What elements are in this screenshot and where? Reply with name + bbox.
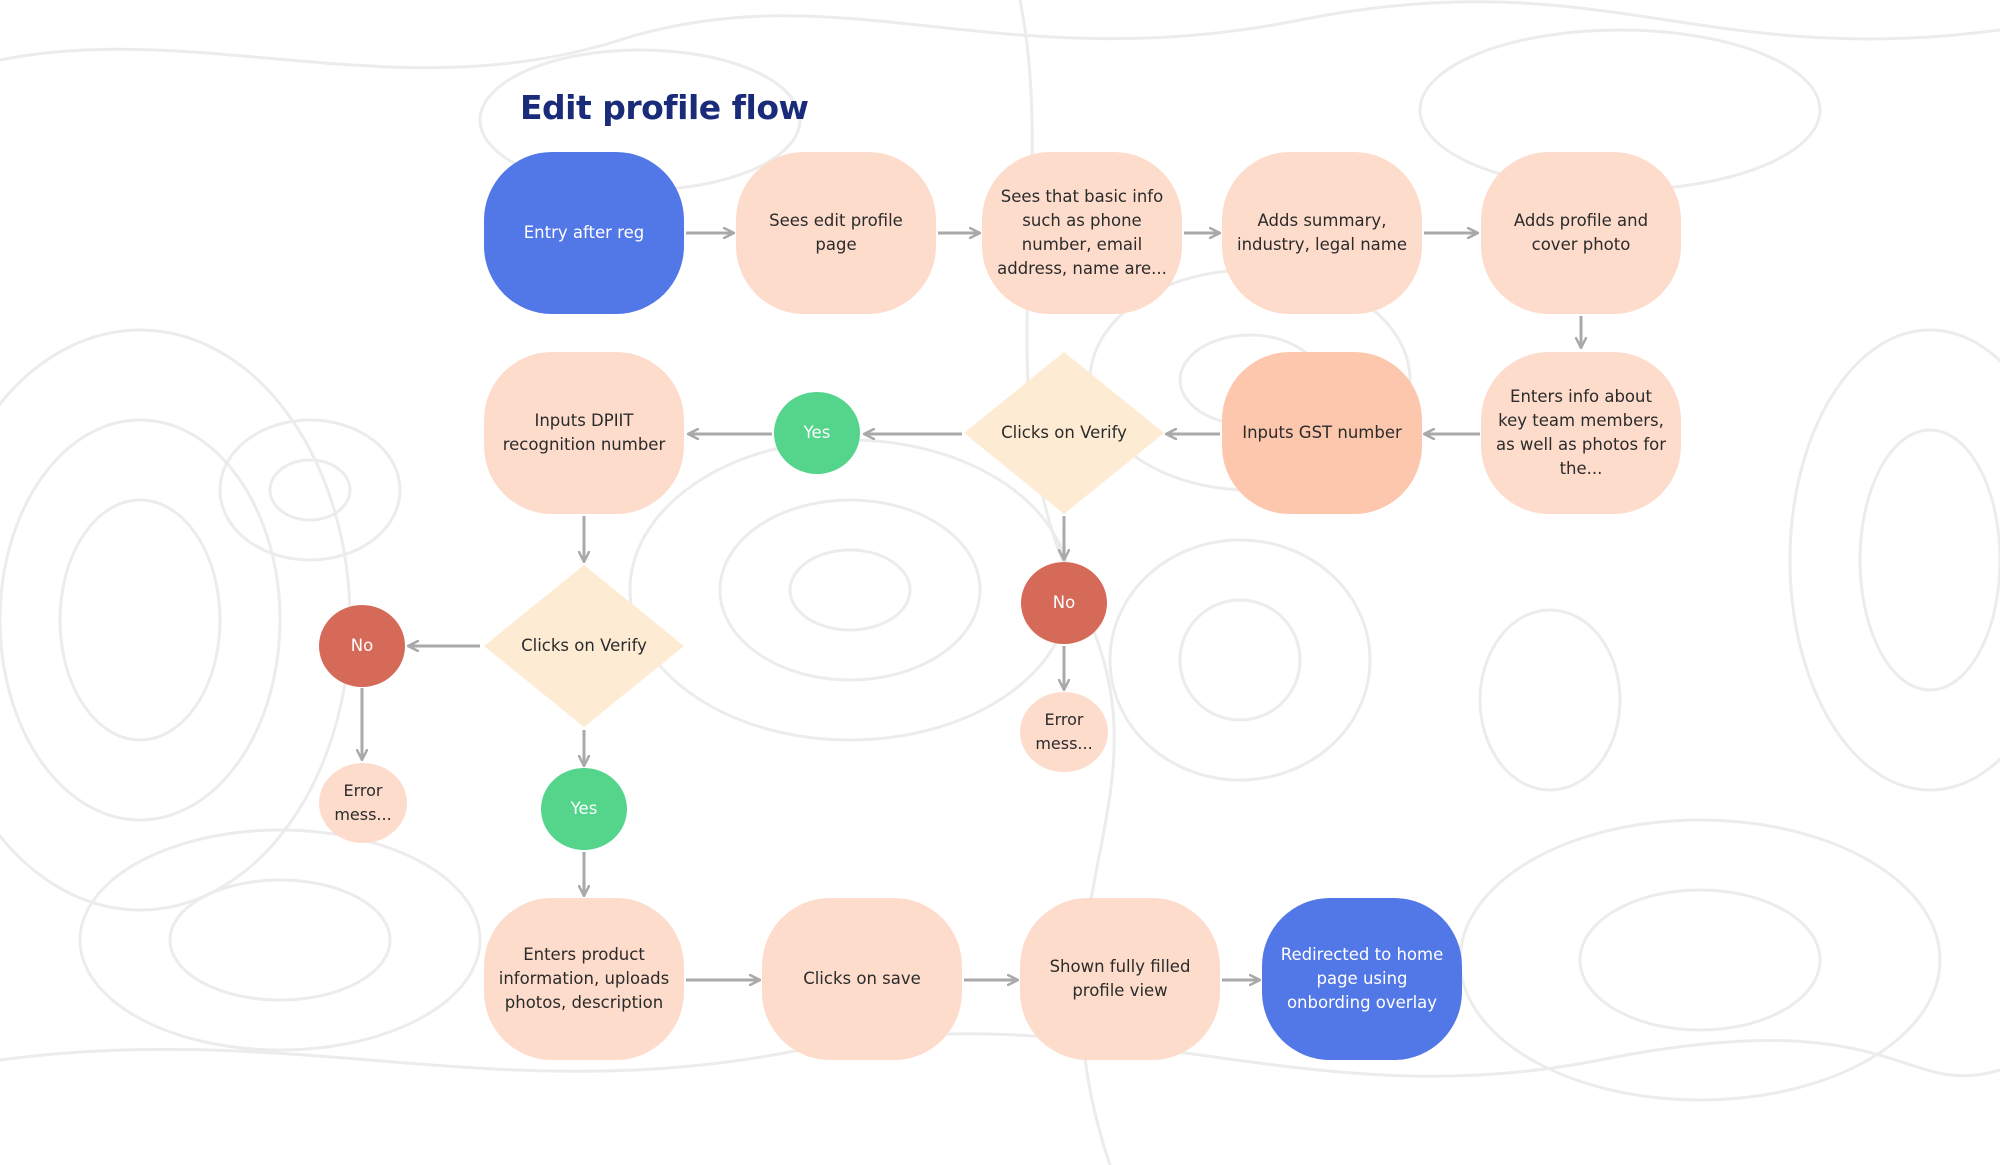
node-label: Yes <box>570 799 598 818</box>
node-adds-profile-photo[interactable]: Adds profile and cover photo <box>1481 152 1681 314</box>
node-label: Inputs GST number <box>1242 423 1402 442</box>
node-label: Redirected to home page using onbording … <box>1280 945 1444 1012</box>
node-error-message-gst[interactable]: Error mess... <box>1020 692 1108 772</box>
node-shown-profile-view[interactable]: Shown fully filled profile view <box>1020 898 1220 1060</box>
node-inputs-gst-number[interactable]: Inputs GST number <box>1222 352 1422 514</box>
node-no-dpiit[interactable]: No <box>319 605 405 687</box>
node-yes-dpiit[interactable]: Yes <box>541 768 627 850</box>
node-label: Sees edit profile page <box>769 211 903 254</box>
page-title: Edit profile flow <box>520 88 809 127</box>
node-label: Yes <box>803 423 831 442</box>
node-label: Error mess... <box>334 781 392 824</box>
node-label: No <box>350 636 374 655</box>
node-error-message-dpiit[interactable]: Error mess... <box>319 763 407 843</box>
node-label: Sees that basic info such as phone numbe… <box>997 187 1167 278</box>
node-label: Clicks on Verify <box>521 636 647 655</box>
node-label: Entry after reg <box>523 223 645 242</box>
decision-verify-dpiit[interactable]: Clicks on Verify <box>484 565 684 727</box>
node-inputs-dpiit-number[interactable]: Inputs DPIIT recognition number <box>484 352 684 514</box>
node-label: Clicks on save <box>803 969 921 988</box>
node-label: Adds summary, industry, legal name <box>1236 211 1408 254</box>
node-label: Shown fully filled profile view <box>1049 957 1191 1000</box>
decision-verify-gst[interactable]: Clicks on Verify <box>964 352 1164 514</box>
node-sees-edit-profile-page[interactable]: Sees edit profile page <box>736 152 936 314</box>
node-label: Enters product information, uploads phot… <box>498 945 670 1012</box>
node-enters-product-info[interactable]: Enters product information, uploads phot… <box>484 898 684 1060</box>
node-label: Error mess... <box>1035 710 1093 753</box>
node-enters-team-info[interactable]: Enters info about key team members, as w… <box>1481 352 1681 514</box>
node-redirected-home[interactable]: Redirected to home page using onbording … <box>1262 898 1462 1060</box>
node-sees-basic-info[interactable]: Sees that basic info such as phone numbe… <box>982 152 1182 314</box>
node-entry-after-reg[interactable]: Entry after reg <box>484 152 684 314</box>
node-adds-summary[interactable]: Adds summary, industry, legal name <box>1222 152 1422 314</box>
node-label: No <box>1052 593 1076 612</box>
node-yes-gst[interactable]: Yes <box>774 392 860 474</box>
node-label: Adds profile and cover photo <box>1513 211 1649 254</box>
node-label: Enters info about key team members, as w… <box>1495 387 1667 478</box>
node-no-gst[interactable]: No <box>1021 562 1107 644</box>
node-label: Inputs DPIIT recognition number <box>502 411 666 454</box>
node-clicks-on-save[interactable]: Clicks on save <box>762 898 962 1060</box>
node-label: Clicks on Verify <box>1001 423 1127 442</box>
